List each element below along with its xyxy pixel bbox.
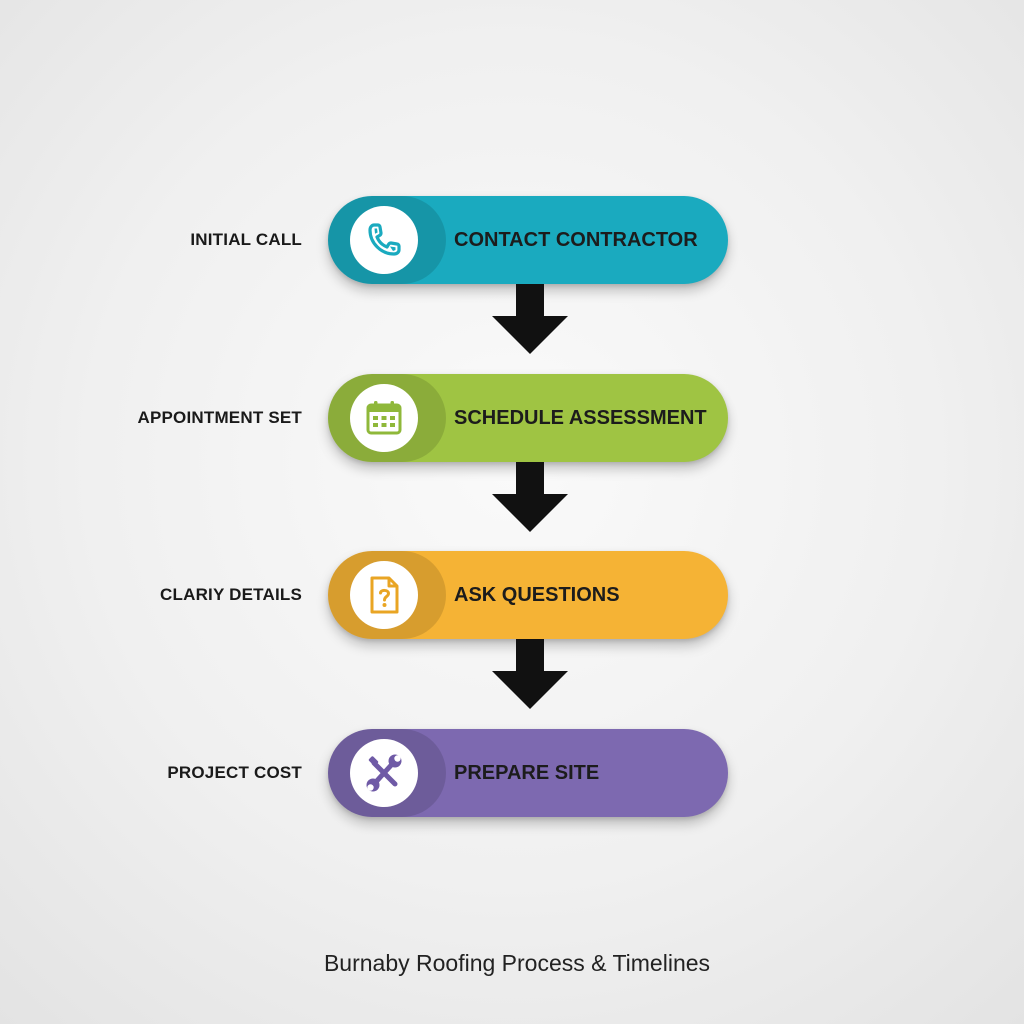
phone-icon (368, 223, 401, 256)
diagram-caption: Burnaby Roofing Process & Timelines (323, 950, 711, 976)
arrow-down-icon (492, 284, 568, 354)
step-2-title: SCHEDULE ASSESSMENT (454, 407, 707, 429)
step-2-icon-circle (350, 384, 418, 452)
step-4-pill: PREPARE SITE (328, 729, 728, 817)
tools-icon (366, 754, 402, 792)
step-4-title: PREPARE SITE (454, 762, 600, 784)
arrow-down-icon (492, 639, 568, 709)
step-2: APPOINTMENT SET SCHEDULE ASSESSMENT (0, 374, 1024, 462)
arrow-down-icon (492, 462, 568, 532)
step-4-icon-circle (350, 739, 418, 807)
step-1-title: CONTACT CONTRACTOR (454, 229, 698, 251)
step-1-side-label: INITIAL CALL (190, 230, 302, 249)
calendar-icon (366, 401, 402, 435)
step-4-side-label: PROJECT COST (167, 763, 302, 782)
step-3-icon-circle (350, 561, 418, 629)
step-2-pill: SCHEDULE ASSESSMENT (328, 374, 728, 462)
step-3-side-label: CLARIY DETAILS (160, 585, 302, 604)
step-1-icon-circle (350, 206, 418, 274)
step-1: INITIAL CALL CONTACT CONTRACTOR (0, 196, 1024, 284)
arrow-down-1 (492, 284, 568, 354)
step-1-pill: CONTACT CONTRACTOR (328, 196, 728, 284)
document-question-icon (370, 576, 399, 614)
arrow-down-3 (492, 639, 568, 709)
step-2-side-label: APPOINTMENT SET (137, 408, 302, 427)
step-4: PROJECT COST PREPARE SITE (0, 729, 1024, 817)
step-3-pill: ASK QUESTIONS (328, 551, 728, 639)
step-3-title: ASK QUESTIONS (454, 584, 620, 606)
step-3: CLARIY DETAILS ASK QUESTIONS (0, 551, 1024, 639)
arrow-down-2 (492, 462, 568, 532)
